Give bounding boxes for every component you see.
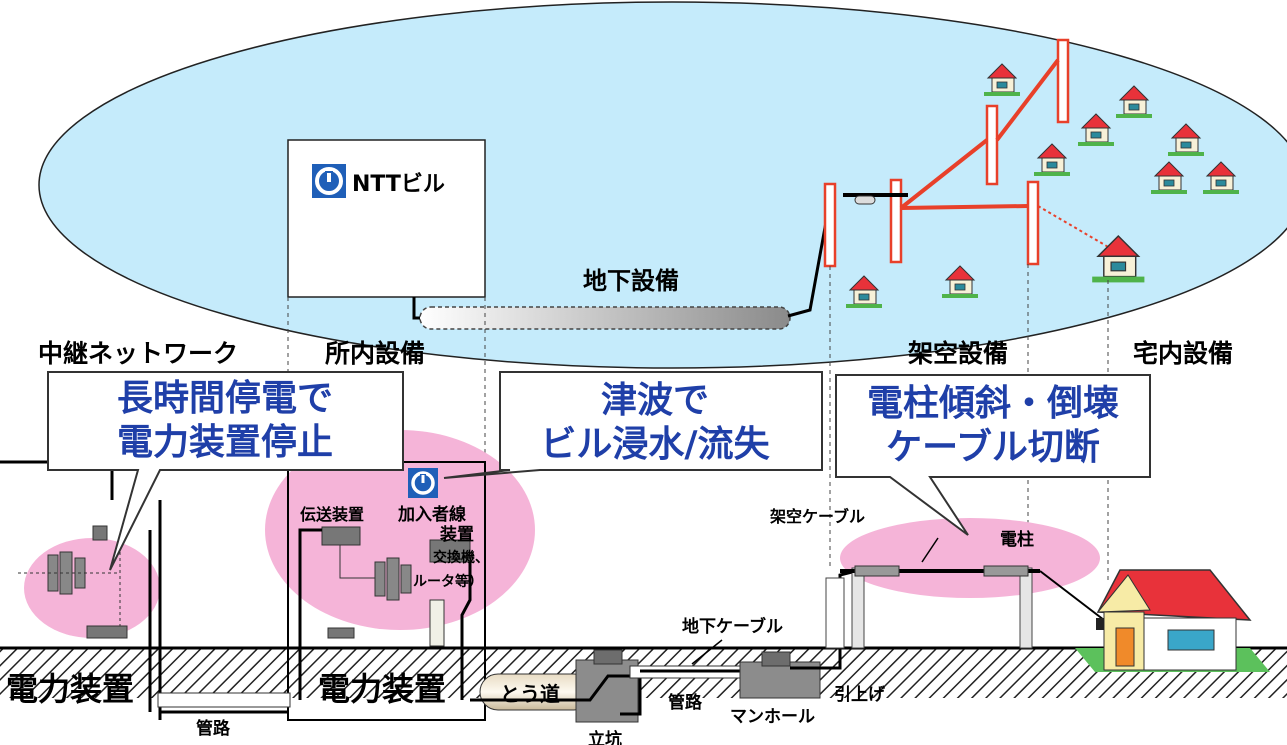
ntt-building-box: [287, 139, 486, 298]
callout-tsunami-line1: 津波で: [601, 380, 709, 421]
callout-pole-line1: 電柱傾斜・倒壊: [867, 383, 1119, 424]
power-label-left: 電力装置: [6, 670, 134, 708]
transmission-label: 伝送装置: [300, 505, 364, 524]
underground-cable-label: 地下ケーブル: [682, 616, 783, 637]
ntt-logo-icon: [408, 468, 438, 498]
power-label-mid: 電力装置: [318, 670, 446, 708]
conduit-label-mid: 管路: [668, 692, 703, 713]
subscriber-label-3: 交換機、: [433, 549, 489, 566]
hazard-area-relay: [24, 538, 160, 638]
section-in-station: 所内設備: [325, 339, 425, 368]
shaft-label: 立坑: [588, 729, 622, 745]
conduit-label-left: 管路: [196, 718, 231, 739]
subscriber-label-1: 加入者線: [397, 504, 466, 525]
utility-poles: [823, 38, 1070, 268]
callout-tsunami: [443, 371, 823, 479]
aerial-cable-label: 架空ケーブル: [769, 507, 865, 526]
callout-pole: [835, 374, 1151, 536]
aerial-cable-lines: [899, 58, 1111, 249]
pole-label: 電柱: [1000, 529, 1034, 550]
section-aerial: 架空設備: [908, 339, 1008, 368]
section-relay-network: 中継ネットワーク: [38, 339, 238, 368]
hazard-area-station: [265, 430, 535, 630]
callout-tsunami-line2: ビル浸水/流失: [540, 424, 770, 465]
home-icon: [1096, 569, 1252, 671]
tunnel-label: とう道: [500, 682, 560, 706]
underground-label: 地下設備: [583, 267, 679, 295]
hazard-area-aerial: [840, 518, 1100, 598]
callout-outage-line1: 長時間停電で: [117, 378, 333, 419]
callout-outage-line2: 電力装置停止: [117, 422, 333, 463]
subscriber-label-2: 装置: [439, 524, 474, 545]
shaft: [575, 649, 639, 723]
rectifier-icon: [374, 557, 412, 601]
callout-outage: [47, 371, 404, 571]
pullup-label: 引上げ: [834, 685, 886, 705]
ntt-logo-icon: [312, 164, 346, 198]
callout-pole-line2: ケーブル切断: [886, 426, 1100, 468]
subscriber-label-4: ルータ等）: [413, 573, 483, 590]
ntt-building-label: NTTビル: [352, 172, 445, 197]
section-in-home: 宅内設備: [1133, 339, 1233, 368]
underground-tube: [419, 306, 791, 330]
manhole-label: マンホール: [730, 707, 815, 727]
